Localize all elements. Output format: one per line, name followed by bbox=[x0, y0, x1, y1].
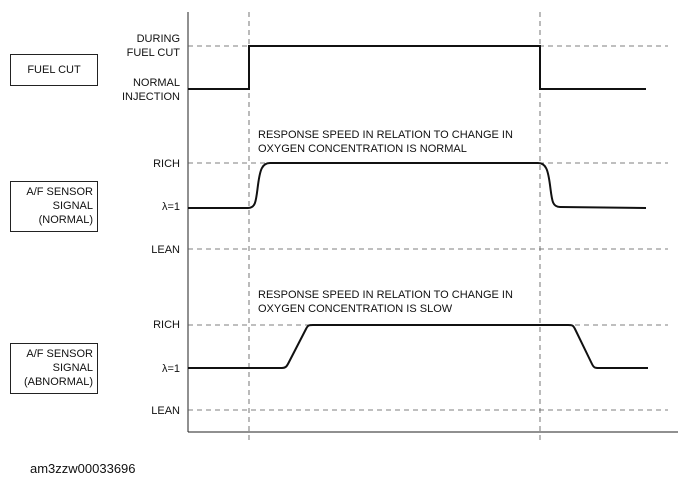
af-normal-box-line3: (NORMAL) bbox=[38, 214, 93, 226]
abnormal-note-line2: OXYGEN CONCENTRATION IS SLOW bbox=[258, 303, 453, 315]
normal-lean-label: LEAN bbox=[151, 244, 180, 256]
abnormal-lambda-label: λ=1 bbox=[161, 363, 180, 375]
abnormal-rich-label: RICH bbox=[153, 319, 180, 331]
af-normal-box-line2: SIGNAL bbox=[52, 200, 93, 212]
fuel-cut-signal-trace bbox=[188, 45, 646, 90]
figure-id-caption: am3zzw00033696 bbox=[30, 461, 136, 476]
fuel-cut-box-label: FUEL CUT bbox=[27, 64, 81, 76]
fuel-cut-upper-label: DURING FUEL CUT bbox=[127, 32, 180, 60]
af-normal-box-line1: A/F SENSOR bbox=[26, 186, 93, 198]
af-abnormal-box-line2: SIGNAL bbox=[52, 362, 93, 374]
af-abnormal-box-line1: A/F SENSOR bbox=[26, 348, 93, 360]
af-sensor-normal-box: A/F SENSOR SIGNAL (NORMAL) bbox=[10, 181, 98, 232]
abnormal-response-note: RESPONSE SPEED IN RELATION TO CHANGE IN … bbox=[258, 288, 513, 316]
fuel-cut-box: FUEL CUT bbox=[10, 54, 98, 86]
normal-response-note: RESPONSE SPEED IN RELATION TO CHANGE IN … bbox=[258, 128, 513, 156]
af-abnormal-box-line3: (ABNORMAL) bbox=[23, 376, 93, 388]
fuel-cut-upper-line2: FUEL CUT bbox=[126, 47, 180, 59]
normal-note-line1: RESPONSE SPEED IN RELATION TO CHANGE IN bbox=[258, 129, 513, 141]
fuel-cut-lower-line1: NORMAL bbox=[132, 77, 180, 89]
normal-lambda-label: λ=1 bbox=[161, 201, 180, 213]
abnormal-note-line1: RESPONSE SPEED IN RELATION TO CHANGE IN bbox=[258, 289, 513, 301]
fuel-cut-lower-line2: INJECTION bbox=[121, 91, 180, 103]
normal-af-signal-trace bbox=[188, 162, 647, 209]
abnormal-af-signal-trace bbox=[188, 324, 648, 369]
fuel-cut-upper-line1: DURING bbox=[136, 33, 180, 45]
af-sensor-abnormal-box: A/F SENSOR SIGNAL (ABNORMAL) bbox=[10, 343, 98, 394]
fuel-cut-lower-label: NORMAL INJECTION bbox=[122, 76, 180, 104]
normal-rich-label: RICH bbox=[153, 158, 180, 170]
abnormal-lean-label: LEAN bbox=[151, 405, 180, 417]
normal-note-line2: OXYGEN CONCENTRATION IS NORMAL bbox=[258, 143, 467, 155]
